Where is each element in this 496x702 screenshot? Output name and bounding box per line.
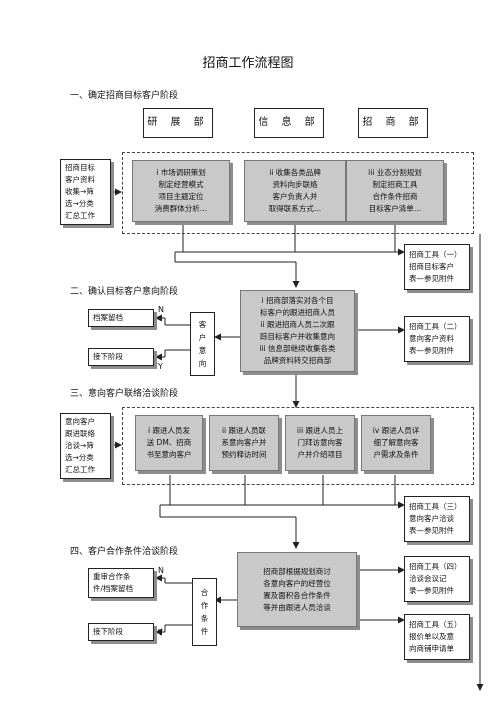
stage3-appointment-box: ii 跟进人员联 系意向客户并 预约释访时间 [209, 415, 279, 471]
section-2-heading: 二、确认目标客户意向阶段 [70, 287, 179, 297]
stage3-dashed-group [122, 407, 474, 485]
tool-5-box: 招商工具（五） 报价单以及意 向商铺申请单 [404, 614, 470, 660]
stage4-review-box: 重审合作条 件/档案留档 [88, 568, 154, 598]
stage4-main-box: 招商部根据规划商讨 各意向客户的经营位 置及面积各合作条件 等并由跟进人员洽谈 [237, 552, 357, 627]
stage4-yes-label: Y [158, 628, 163, 637]
tool-2-box: 招商工具（二） 意向客户资料 表—参见附件 [404, 316, 470, 362]
stage2-no-label: N [158, 305, 164, 314]
page-title: 招商工作流程图 [202, 56, 294, 71]
stage3-requirements-box: iv 跟进人员详 细了解意向客 户需求及条件 [361, 415, 431, 471]
stage3-followup-box: 意向客户 跟进联络 洽谈→筛 选→分类 汇总工作 [60, 413, 111, 479]
stage2-yes-label: Y [158, 362, 163, 371]
stage1-dashed-group [122, 152, 474, 234]
stage4-next-box: 接下阶段 [88, 623, 154, 641]
section-1-heading: 一、确定招商目标客户阶段 [70, 91, 179, 101]
tool-3-box: 招商工具（三） 意向客户洽谈 表—参见附件 [404, 496, 470, 542]
stage1-research-box: i 市场调研策划 制定经营模式 项目主题定位 消费群体分析… [132, 160, 230, 222]
stage1-merchant-box: iii 业态分割规划 制定招商工具 合作条件招商 目标客户清单… [346, 160, 444, 222]
stage2-decision-box: 客户意向 [190, 312, 215, 376]
dept-merchant: 招 商 部 [358, 108, 428, 138]
tool-4-box: 招商工具（四） 洽谈会议记 录—参见附件 [404, 556, 470, 602]
dept-information: 信 息 部 [254, 108, 324, 138]
stage3-send-dm-box: i 跟进人员发 送 DM、招商 书至意向客户 [135, 415, 203, 471]
section-3-heading: 三、意向客户联络洽谈阶段 [70, 389, 179, 399]
stage2-next-box: 接下阶段 [88, 348, 154, 366]
stage2-main-box: i 招商部落实对各个目 标客户的跟进招商人员 ii 跟进招商人员二次跟 踪目标客… [240, 290, 355, 372]
stage1-info-box: ii 收集各类品牌 资料向步联络 客户负责人并 取得联系方式… [244, 160, 346, 222]
stage3-visit-box: iii 跟进人员上 门拜访意向客 户并介绍项目 [285, 415, 355, 471]
dept-research: 研 展 部 [143, 108, 213, 138]
stage4-decision-box: 合作条件 [192, 578, 217, 646]
tool-1-box: 招商工具（一） 招商目标客户 表—参见附件 [404, 244, 470, 290]
stage2-archive-box: 档案留档 [88, 309, 154, 327]
section-4-heading: 四、客户合作条件洽谈阶段 [70, 547, 179, 557]
stage1-collection-box: 招商目标 客户资料 收集→筛 选→分类 汇总工作 [60, 159, 111, 225]
stage4-no-label: N [158, 566, 164, 575]
